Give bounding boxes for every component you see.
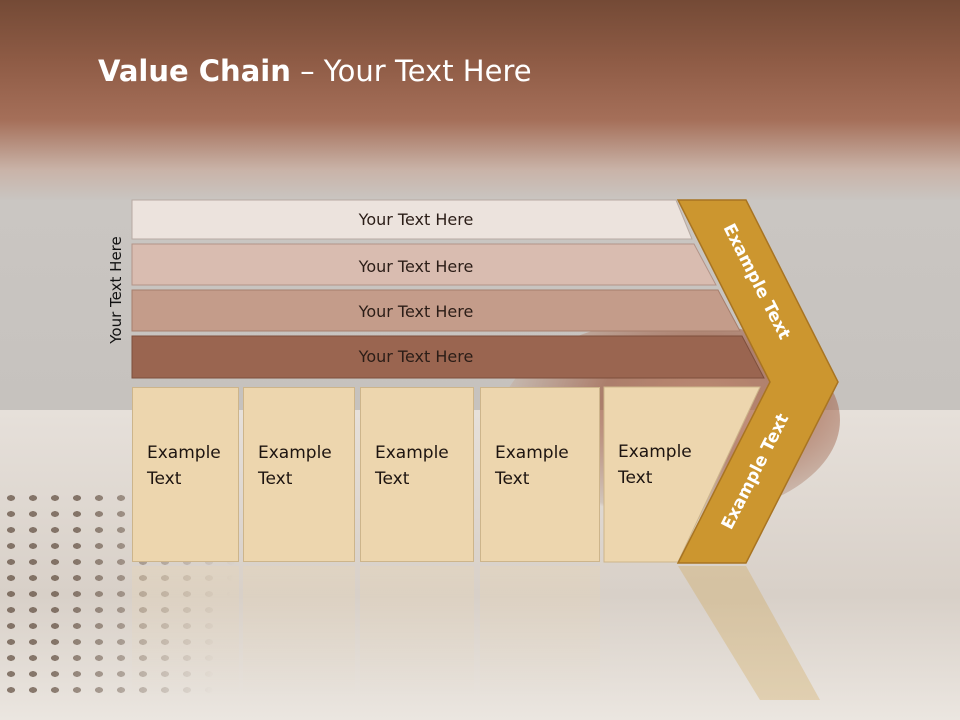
- column-label: Example Text: [495, 443, 569, 489]
- slide-title: Value Chain – Your Text Here: [98, 54, 532, 88]
- column-label: Example Text: [147, 443, 221, 489]
- column-label: Example Text: [258, 443, 332, 489]
- title-bold: Value Chain: [98, 54, 291, 88]
- header-band: [0, 0, 960, 200]
- value-chain-column: Example Text: [243, 387, 355, 562]
- chevron-arrow: [676, 199, 839, 564]
- value-chain-row: Your Text Here: [131, 289, 741, 332]
- column-label: Example Text: [375, 443, 449, 489]
- title-rest: – Your Text Here: [290, 54, 532, 88]
- column-label: Example Text: [618, 442, 692, 488]
- value-chain-row: Your Text Here: [131, 199, 693, 240]
- value-chain-column: Example Text: [604, 387, 692, 562]
- row-label: Your Text Here: [358, 302, 474, 321]
- value-chain-column: Example Text: [132, 387, 239, 562]
- row-label: Your Text Here: [358, 257, 474, 276]
- columns-reflection: [132, 566, 602, 696]
- value-chain-row: Your Text Here: [131, 243, 717, 286]
- row-label: Your Text Here: [358, 210, 474, 229]
- chevron-reflection: [678, 566, 820, 700]
- value-chain-row: Your Text Here: [131, 335, 765, 379]
- row-label: Your Text Here: [358, 347, 474, 366]
- value-chain-column: Example Text: [480, 387, 600, 562]
- value-chain-column: Example Text: [360, 387, 474, 562]
